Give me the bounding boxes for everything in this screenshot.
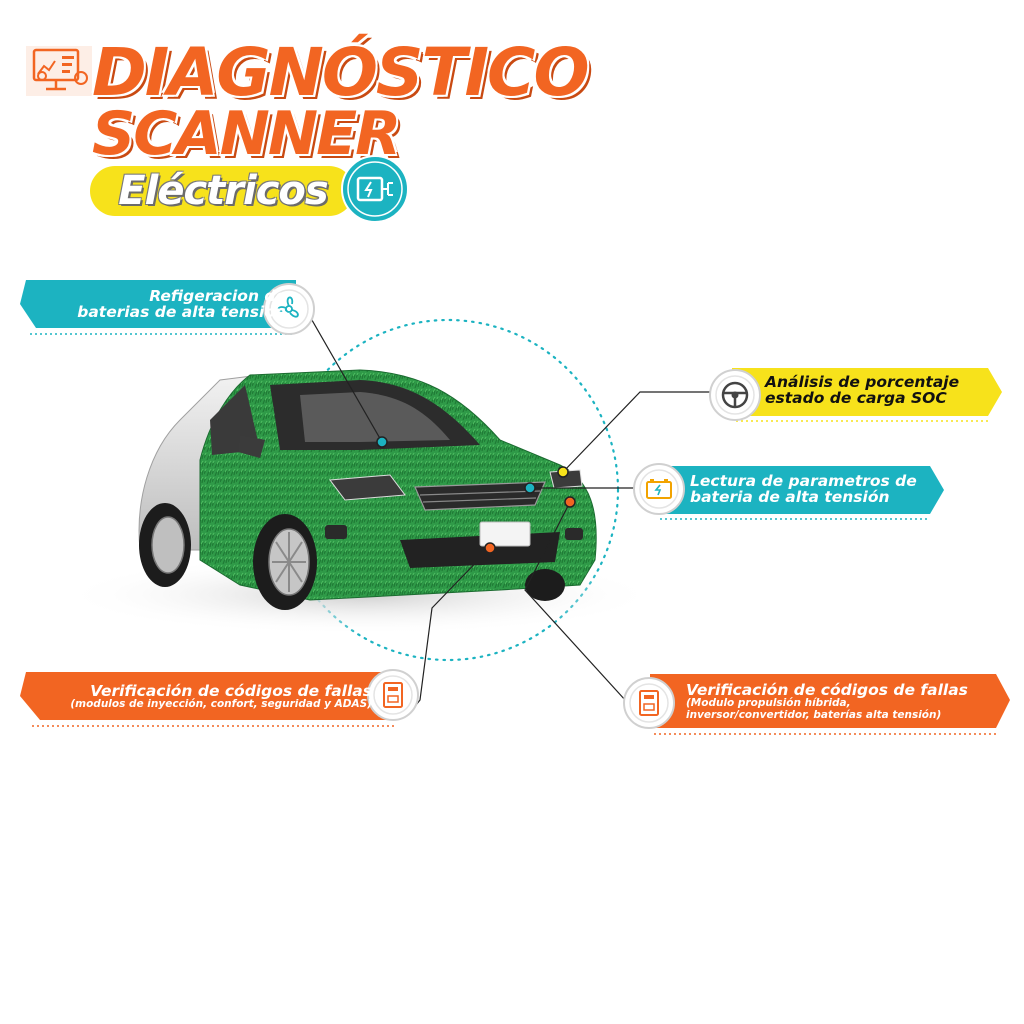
label-soc: Análisis de porcentaje estado de carga S… — [765, 373, 960, 408]
banner-refrigeration — [20, 280, 296, 335]
banner-fault-codes-2 — [650, 674, 1010, 735]
computer-diagnostic-icon — [26, 46, 92, 96]
document-icon — [367, 669, 419, 721]
subtitle-pill — [90, 166, 354, 216]
battery-plug-icon — [341, 155, 409, 223]
car-illustration — [60, 369, 660, 635]
label-fault-codes-2: Verificación de códigos de fallas (Modul… — [686, 681, 968, 721]
label-refrigeration: Refigeracion de baterias de alta tension — [77, 287, 286, 322]
banner-battery-params — [656, 466, 944, 520]
label-fault-codes-1: Verificación de códigos de fallas (modul… — [70, 682, 372, 711]
fan-icon — [263, 283, 315, 335]
document-icon — [623, 677, 675, 729]
steering-wheel-icon — [709, 369, 761, 421]
banner-fault-codes-1 — [20, 672, 396, 727]
subtitle: Eléctricos — [118, 168, 328, 214]
banner-soc — [732, 368, 1002, 422]
battery-icon — [633, 463, 685, 515]
title-line-1: DIAGNÓSTICO — [92, 34, 590, 111]
title-line-2: SCANNER — [92, 99, 401, 169]
label-battery-params: Lectura de parametros de bateria de alta… — [690, 472, 917, 507]
